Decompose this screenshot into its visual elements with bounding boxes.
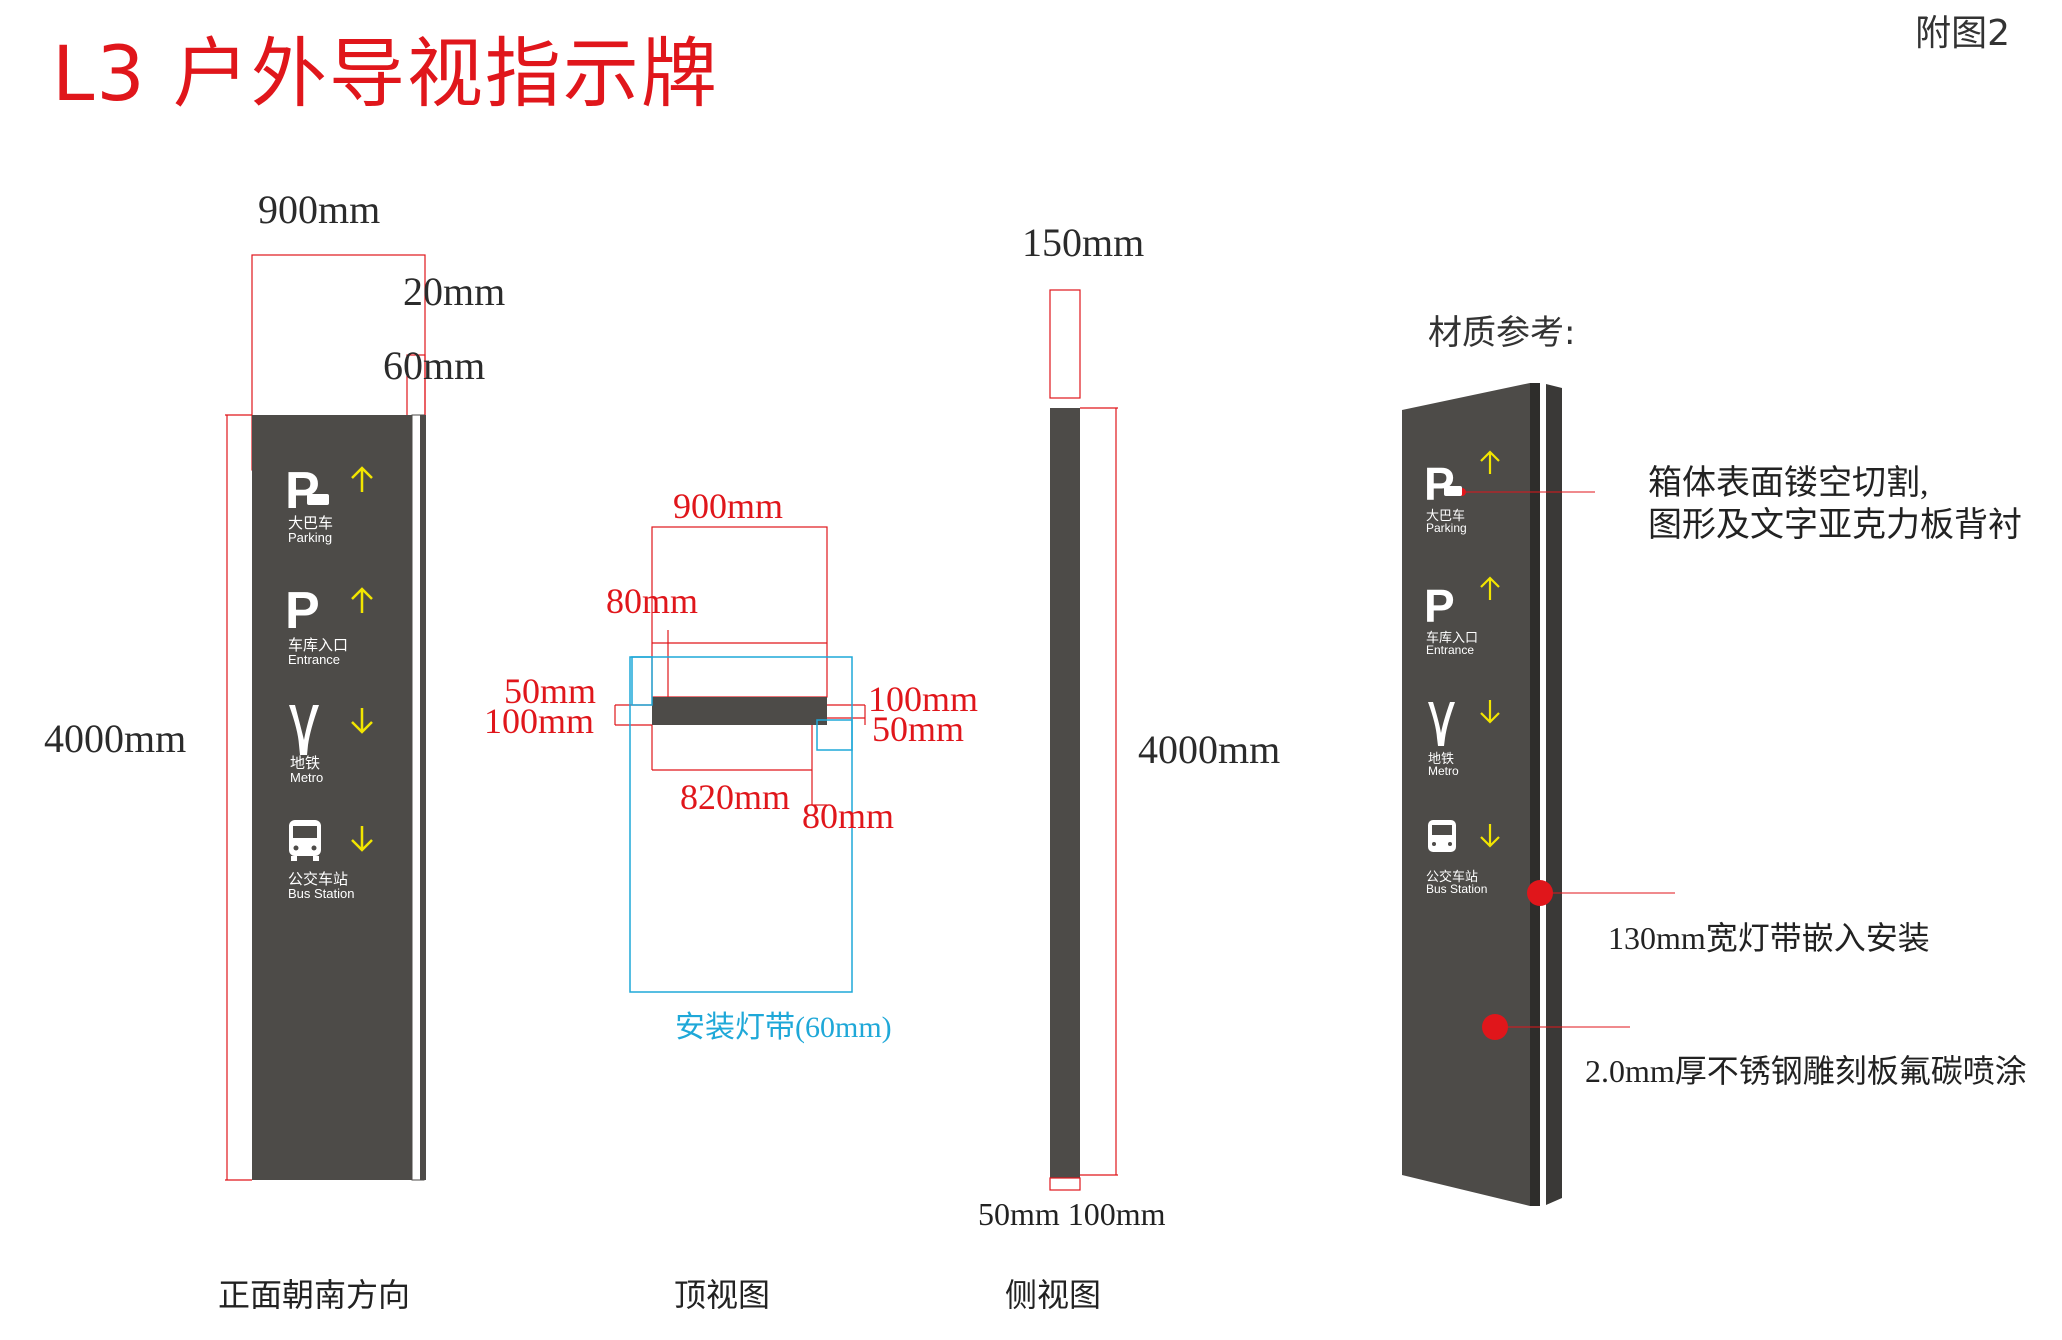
front-sign-arrows xyxy=(351,466,373,852)
side-view xyxy=(1049,289,1118,1191)
metro-icon xyxy=(1428,702,1455,746)
top-dim-820: 820mm xyxy=(680,777,791,817)
light-strip-label: 安装灯带(60mm) xyxy=(675,1011,892,1044)
sign-item-label-en: Entrance xyxy=(1426,643,1475,657)
figure-number: 附图2 xyxy=(1915,13,2010,54)
front-view xyxy=(225,254,426,1181)
front-width-dim: 900mm xyxy=(258,187,381,232)
steel-plate-marker xyxy=(1482,1014,1508,1040)
front-height-dim: 4000mm xyxy=(44,716,187,761)
page-title: L3 户外导视指示牌 xyxy=(52,29,719,118)
side-width-dim-box xyxy=(1049,289,1081,399)
side-width-dim: 150mm xyxy=(1022,220,1145,265)
material-heading: 材质参考: xyxy=(1428,313,1576,353)
top-dim-100-left: 100mm xyxy=(484,701,595,741)
front-offset-dim-2: 60mm xyxy=(383,343,486,388)
light-strip-marker xyxy=(1527,880,1553,906)
sign-item-label-cn: 地铁 xyxy=(290,754,321,772)
front-offset-dim-1: 20mm xyxy=(403,269,506,314)
front-view-caption: 正面朝南方向 xyxy=(218,1276,411,1314)
side-sign-body xyxy=(1050,408,1080,1178)
sign-item-label-cn: 车库入口 xyxy=(1426,631,1479,646)
perspective-view xyxy=(1402,383,1675,1206)
arrow-down-icon xyxy=(351,826,373,852)
arrow-up-icon xyxy=(351,587,373,613)
top-sign-body xyxy=(652,697,812,725)
sign-item-label-en: Parking xyxy=(288,530,333,545)
arrow-down-icon xyxy=(1480,824,1500,848)
parking-bus-icon: P xyxy=(1424,458,1455,510)
arrow-up-icon xyxy=(351,466,373,492)
arrow-down-icon xyxy=(351,708,373,734)
material-note-cutout-line2: 图形及文字亚克力板背衬 xyxy=(1648,507,2022,544)
sign-item-label-en: Metro xyxy=(1428,764,1459,778)
top-view-caption: 顶视图 xyxy=(674,1276,771,1314)
top-dim-80-bottom: 80mm xyxy=(802,796,895,836)
top-width-dim: 900mm xyxy=(673,486,784,526)
top-dim-50-right: 50mm xyxy=(872,709,965,749)
arrow-down-icon xyxy=(1480,700,1500,724)
perspective-side-face xyxy=(1546,384,1562,1205)
sign-item-label-cn: 大巴车 xyxy=(1426,509,1466,524)
metro-icon xyxy=(289,705,319,755)
material-note-steel-plate: 2.0mm厚不锈钢雕刻板氟碳喷涂 xyxy=(1585,1053,2027,1089)
parking-icon: P xyxy=(1424,580,1455,632)
top-view xyxy=(614,526,866,993)
parking-bus-icon: P xyxy=(285,462,320,520)
sign-item-label-en: Metro xyxy=(290,770,324,785)
bus-icon xyxy=(1428,820,1456,852)
parking-icon: P xyxy=(285,582,320,640)
sign-item-label-cn: 公交车站 xyxy=(288,870,349,888)
side-height-dim: 4000mm xyxy=(1138,727,1281,772)
side-view-caption: 侧视图 xyxy=(1005,1276,1102,1314)
front-side-edge xyxy=(420,415,426,1180)
perspective-sign-arrows xyxy=(1480,450,1500,848)
front-sign-icons: P P xyxy=(285,462,329,861)
top-dim-50-left: 50mm xyxy=(504,671,597,711)
material-note-cutout-line1: 箱体表面镂空切割, xyxy=(1648,465,1929,502)
front-sign-panel xyxy=(252,415,412,1180)
arrow-up-icon xyxy=(1480,450,1500,474)
sign-item-label-en: Bus Station xyxy=(1426,882,1488,896)
top-dim-80-top: 80mm xyxy=(606,581,699,621)
sign-item-label-cn: 地铁 xyxy=(1428,752,1455,767)
sign-item-label-cn: 车库入口 xyxy=(288,636,349,654)
top-dim-100-right: 100mm xyxy=(868,679,979,719)
light-strip-outline xyxy=(629,656,853,993)
perspective-sign-icons: P P xyxy=(1424,458,1462,852)
arrow-up-icon xyxy=(1480,576,1500,600)
perspective-front-face xyxy=(1402,383,1530,1206)
side-bottom-dims: 50mm 100mm xyxy=(978,1196,1166,1232)
sign-item-label-cn: 大巴车 xyxy=(288,514,334,532)
sign-item-label-en: Entrance xyxy=(288,652,341,667)
material-note-light-strip: 130mm宽灯带嵌入安装 xyxy=(1608,920,1930,956)
bus-icon xyxy=(289,820,321,861)
sign-item-label-en: Bus Station xyxy=(288,886,355,901)
sign-item-label-en: Parking xyxy=(1426,521,1467,535)
sign-item-label-cn: 公交车站 xyxy=(1426,870,1479,885)
